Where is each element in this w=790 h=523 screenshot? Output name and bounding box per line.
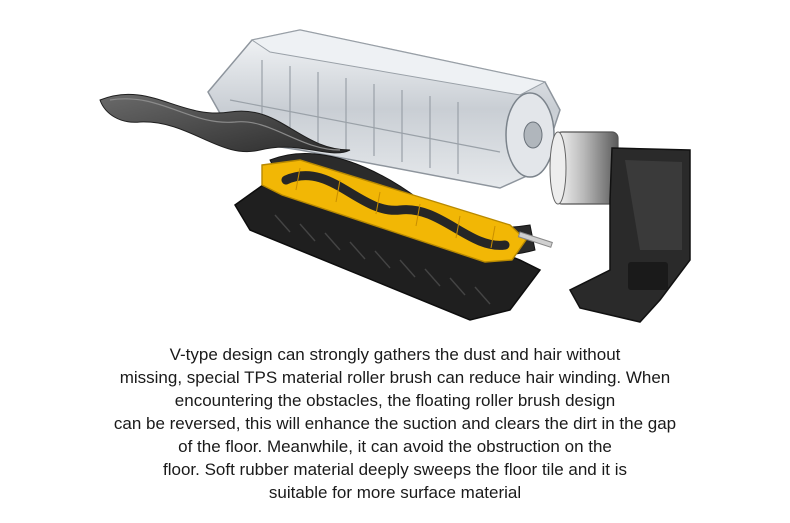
caption-line: encountering the obstacles, the floating… xyxy=(174,391,616,410)
caption-line: floor. Soft rubber material deeply sweep… xyxy=(163,460,627,479)
roller-brush xyxy=(261,153,553,263)
transparent-cover xyxy=(207,29,561,189)
rubber-blade xyxy=(99,93,351,154)
caption-line: of the floor. Meanwhile, it can avoid th… xyxy=(178,437,612,456)
caption-line: missing, special TPS material roller bru… xyxy=(119,368,671,387)
roller-brush-exploded-view xyxy=(99,29,691,323)
caption-line: can be reversed, this will enhance the s… xyxy=(113,414,677,433)
caption-line: suitable for more surface material xyxy=(268,483,522,502)
description-caption: V-type design can strongly gathers the d… xyxy=(0,343,790,504)
caption-line: V-type design can strongly gathers the d… xyxy=(169,345,621,364)
side-motor-module xyxy=(549,131,691,323)
